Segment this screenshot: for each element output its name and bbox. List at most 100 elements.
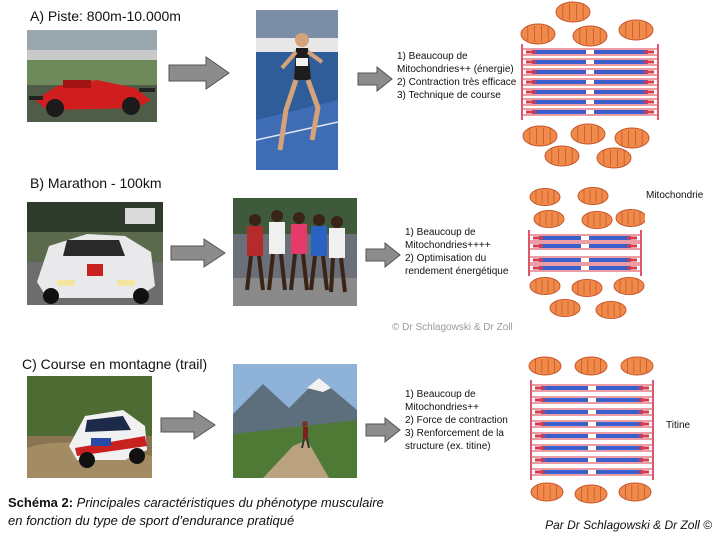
myosin-filament — [541, 386, 588, 390]
myosin-filament — [594, 70, 648, 74]
mitochondria-icon — [529, 188, 561, 206]
caption-line-1: Principales caractéristiques du phénotyp… — [73, 495, 384, 510]
myosin-filament — [532, 90, 586, 94]
mitochondria-icon — [544, 145, 580, 167]
marathon-runners-photo — [233, 198, 357, 306]
myosin-filament — [594, 80, 648, 84]
actin-head — [644, 80, 654, 84]
caption-sep: : — [68, 495, 74, 510]
endurance-car-photo — [27, 202, 163, 305]
myosin-filament — [589, 236, 631, 240]
arrow-b2 — [365, 241, 401, 273]
mitochondria-icon — [577, 187, 609, 205]
actin-head — [627, 258, 637, 262]
actin-head — [639, 398, 649, 402]
section-c-point-3: 2) Force de contraction — [405, 415, 508, 426]
mitochondria-icon — [571, 279, 603, 297]
section-c-point-2: Mitochondries++ — [405, 402, 479, 413]
arrow-a2 — [357, 65, 393, 97]
section-c-point-5: structure (ex. titine) — [405, 441, 491, 452]
myosin-filament — [541, 410, 588, 414]
myosin-filament — [539, 258, 581, 262]
myosin-filament — [594, 100, 648, 104]
myosin-filament — [596, 410, 643, 414]
myosin-filament — [532, 100, 586, 104]
actin-head — [526, 100, 536, 104]
mitochondria-icon — [549, 299, 581, 317]
actin-head — [639, 410, 649, 414]
mitochondria-icon — [529, 277, 561, 295]
myosin-filament — [594, 60, 648, 64]
mitochondria-icon — [574, 356, 608, 376]
section-c-point-4: 3) Renforcement de la — [405, 428, 504, 439]
actin-head — [627, 266, 637, 270]
actin-head — [526, 50, 536, 54]
myosin-filament — [594, 50, 648, 54]
arrow-c1 — [160, 410, 216, 445]
myosin-filament — [596, 458, 643, 462]
mitochondria-icon — [618, 19, 654, 41]
actin-head — [639, 386, 649, 390]
mitochondria-icon — [613, 277, 645, 295]
arrow-c2 — [365, 416, 401, 448]
myosin-filament — [539, 236, 581, 240]
mitochondria-icon — [570, 123, 606, 145]
myosin-filament — [589, 244, 631, 248]
copyright-text: © Dr Schlagowski & Dr Zoll — [392, 322, 513, 333]
credit-text: Par Dr Schlagowski & Dr Zoll © — [545, 518, 712, 532]
mitochondria-icon — [520, 23, 556, 45]
section-b-point-2: Mitochondries++++ — [405, 240, 491, 251]
section-a-point-2: Mitochondries++ (énergie) — [397, 64, 514, 75]
mitochondria-icon — [595, 301, 627, 319]
actin-head — [644, 100, 654, 104]
myosin-filament — [532, 110, 586, 114]
mitochondria-icon — [533, 210, 565, 228]
actin-head — [526, 60, 536, 64]
mitochondria-icon — [614, 127, 650, 149]
race-car-photo — [27, 30, 157, 122]
mitochondria-icon — [530, 482, 564, 502]
actin-head — [644, 70, 654, 74]
actin-head — [639, 470, 649, 474]
actin-head — [535, 446, 545, 450]
section-b-title: B) Marathon - 100km — [30, 175, 162, 191]
figure-caption: Schéma 2: Principales caractéristiques d… — [8, 494, 384, 530]
section-b-point-3: 2) Optimisation du — [405, 253, 487, 264]
actin-head — [535, 422, 545, 426]
actin-head — [639, 458, 649, 462]
myosin-filament — [596, 434, 643, 438]
section-b-points: 1) Beaucoup de Mitochondries++++ 2) Opti… — [405, 226, 508, 278]
mitochondria-icon — [615, 209, 645, 227]
myosin-filament — [532, 50, 586, 54]
mitochondrie-label: Mitochondrie — [646, 190, 704, 201]
myosin-filament — [541, 470, 588, 474]
caption-prefix: Schéma 2 — [8, 495, 69, 510]
section-b-point-1: 1) Beaucoup de — [405, 227, 476, 238]
section-a-point-1: 1) Beaucoup de — [397, 51, 468, 62]
mitochondria-icon — [572, 25, 608, 47]
actin-head — [639, 434, 649, 438]
mitochondria-icon — [555, 1, 591, 23]
arrow-b1 — [170, 238, 226, 273]
section-a-title: A) Piste: 800m-10.000m — [30, 8, 181, 24]
myosin-filament — [532, 80, 586, 84]
section-a-point-3: 2) Contraction très efficace — [397, 77, 517, 88]
section-c-points: 1) Beaucoup de Mitochondries++ 2) Force … — [405, 388, 508, 453]
actin-head — [644, 60, 654, 64]
actin-head — [526, 110, 536, 114]
actin-head — [533, 236, 543, 240]
myosin-filament — [589, 266, 631, 270]
myosin-filament — [594, 110, 648, 114]
myosin-filament — [541, 458, 588, 462]
myosin-filament — [594, 90, 648, 94]
actin-head — [533, 244, 543, 248]
actin-head — [533, 258, 543, 262]
sarcomere-diagram-a — [518, 0, 663, 172]
arrow-a1 — [168, 56, 230, 95]
sarcomere-diagram-c — [527, 352, 657, 512]
caption-line-2: en fonction du type de sport d’endurance… — [8, 513, 295, 528]
actin-head — [535, 434, 545, 438]
actin-head — [535, 410, 545, 414]
section-a-points: 1) Beaucoup de Mitochondries++ (énergie)… — [397, 50, 516, 102]
myosin-filament — [539, 244, 581, 248]
